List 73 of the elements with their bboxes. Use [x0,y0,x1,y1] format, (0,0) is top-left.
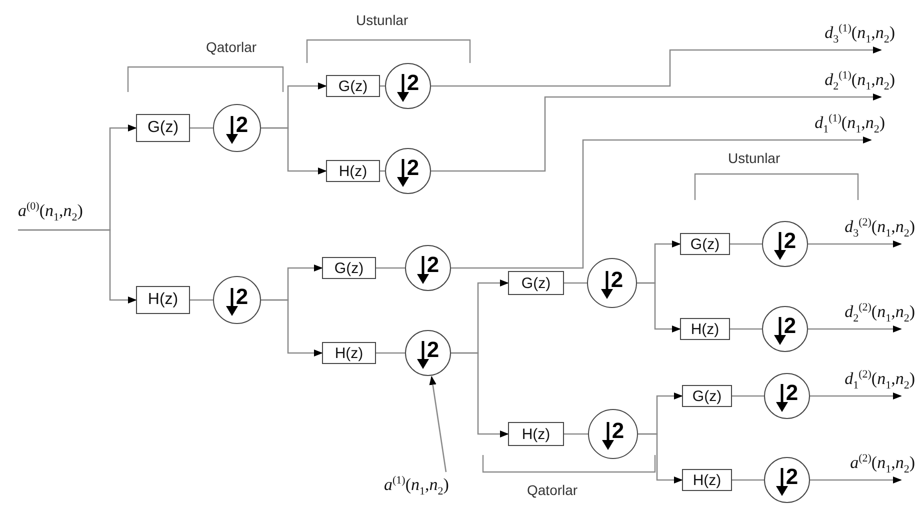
signal-line [732,395,764,397]
signal-line [190,127,213,129]
group-label: Ustunlar [356,12,408,28]
factor-text: 2 [426,337,440,363]
filter-box: G(z) [326,75,380,97]
downsampler-circle [213,104,261,152]
downsampler-circle [587,258,637,308]
filter-box: G(z) [508,271,564,295]
filter-box: H(z) [136,286,190,314]
filter-box: H(z) [326,160,380,182]
signal-line [261,299,323,357]
leader-line [429,376,447,472]
factor-text: 2 [426,252,440,278]
signal-label: a$^{(2)}$(n$_{1}$,n$_{2}$) [850,454,915,478]
downsampler-circle [385,63,431,109]
factor-text: 2 [784,228,796,254]
group-label: Qatorlar [527,482,578,498]
downsampler-circle [213,276,261,324]
filter-box: G(z) [680,233,730,255]
signal-label: d$_{1}$$^{(2)}$(n$_{1}$,n$_{2}$) [844,370,915,394]
signal-line [376,352,405,354]
signal-line [431,93,882,172]
factor-text: 2 [236,112,248,138]
downsampler-circle [762,221,808,267]
factor-text: 2 [406,70,420,96]
filter-box: G(z) [136,114,190,142]
signal-label: d$_{2}$$^{(1)}$(n$_{1}$,n$_{2}$) [824,71,895,95]
signal-label: d$_{2}$$^{(2)}$(n$_{1}$,n$_{2}$) [844,303,915,327]
signal-line [810,392,902,400]
factor-text: 2 [786,380,798,406]
signal-line [810,476,902,484]
signal-line [451,352,509,438]
signal-line [261,127,327,175]
signal-line [808,325,902,333]
factor-text: 2 [612,418,624,444]
signal-line [564,433,588,435]
filter-box: H(z) [322,342,376,364]
factor-text: 2 [786,464,798,490]
downsampler-circle [588,409,638,459]
downsampler-circle [762,306,808,352]
filter-box: H(z) [682,469,732,491]
downsampler-circle [764,457,810,503]
filter-box: G(z) [322,257,376,279]
filter-box: H(z) [680,318,730,340]
signal-line [431,46,882,87]
signal-label: a$^{(1)}$(n$_{1}$,n$_{2}$) [384,476,449,500]
filter-box: G(z) [682,385,732,407]
filter-box: H(z) [508,422,564,446]
factor-text: 2 [784,313,796,339]
signal-line [730,243,762,245]
signal-line [808,240,902,248]
signal-label: d$_{3}$$^{(2)}$(n$_{1}$,n$_{2}$) [844,218,915,242]
signal-line [18,229,137,304]
factor-text: 2 [406,155,420,181]
signal-label: a$^{(0)}$(n$_{1}$,n$_{2}$) [18,202,83,226]
signal-line [376,267,405,269]
factor-text: 2 [610,267,624,293]
signal-line [451,136,872,269]
downsampler-circle [405,330,451,376]
signal-line [638,433,683,484]
group-label: Ustunlar [728,150,780,166]
group-label: Qatorlar [206,39,257,55]
signal-label: d$_{1}$$^{(1)}$(n$_{1}$,n$_{2}$) [814,114,885,138]
signal-line [190,299,213,301]
downsampler-circle [405,245,451,291]
signal-line [637,282,681,333]
downsampler-circle [385,148,431,194]
signal-line [732,479,764,481]
signal-line [730,328,762,330]
signal-label: d$_{3}$$^{(1)}$(n$_{1}$,n$_{2}$) [824,24,895,48]
factor-text: 2 [236,284,248,310]
signal-line [564,282,587,284]
downsampler-circle [764,373,810,419]
